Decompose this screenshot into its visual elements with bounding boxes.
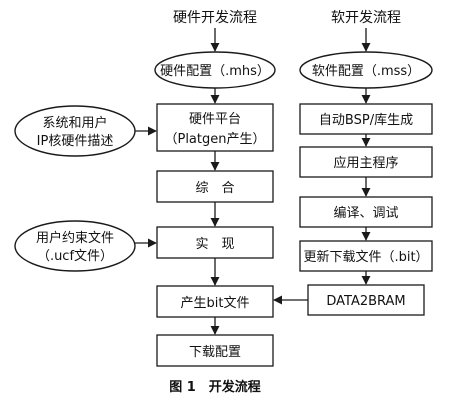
bitfile-label: 产生bit文件 — [181, 296, 250, 311]
hardware-platform-sublabel: （Platgen产生） — [164, 132, 265, 147]
bsp-generation-label: 自动BSP/库生成 — [319, 112, 413, 128]
ucf-constraint-label-line1: 用户约束文件 — [36, 230, 114, 246]
ucf-constraint-ellipse — [14, 220, 136, 272]
software-flow-heading: 软开发流程 — [331, 10, 401, 26]
hardware-config-label: 硬件配置（.mhs） — [160, 64, 270, 79]
ip-core-description-label-line1: 系统和用户 — [42, 115, 107, 131]
implement-label: 实 现 — [195, 237, 234, 252]
ucf-constraint-label-line2: （.ucf文件） — [37, 249, 113, 264]
download-config-label: 下载配置 — [189, 345, 241, 360]
ip-core-description-label-line2: IP核硬件描述 — [37, 134, 114, 149]
hardware-platform-box — [156, 103, 274, 152]
compile-debug-label: 编译、调试 — [333, 206, 398, 221]
bitfile-box — [156, 285, 274, 318]
update-download-label: 更新下载文件（.bit） — [303, 249, 428, 265]
application-main-box — [299, 146, 433, 178]
software-config-label: 软件配置（.mss） — [312, 64, 420, 79]
bsp-generation-box — [299, 103, 433, 135]
hardware-platform-label: 硬件平台 — [189, 112, 241, 127]
hardware-flow-heading: 硬件开发流程 — [173, 10, 257, 26]
data2bram-label: DATA2BRAM — [326, 294, 405, 309]
synthesis-box — [156, 170, 274, 203]
update-download-box — [299, 240, 433, 272]
compile-debug-box — [299, 196, 433, 228]
download-config-box — [156, 334, 274, 367]
synthesis-label: 综 合 — [195, 181, 234, 196]
figure-caption: 图 1 开发流程 — [169, 379, 261, 395]
application-main-label: 应用主程序 — [333, 155, 398, 171]
